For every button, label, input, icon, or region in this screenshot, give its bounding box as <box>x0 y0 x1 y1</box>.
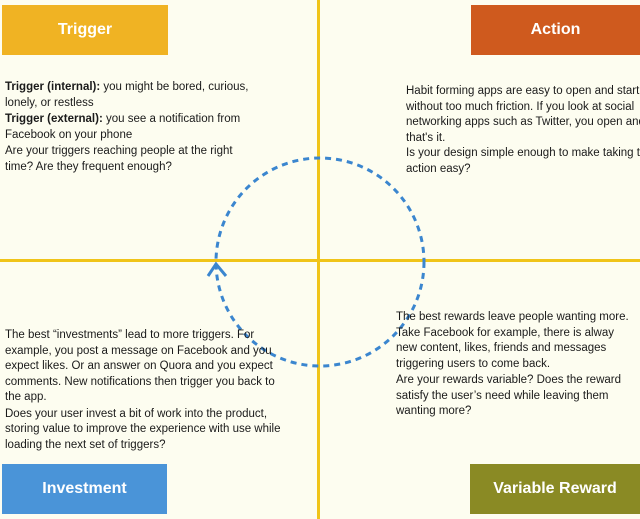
reward-question: Are your rewards variable? Does the rewa… <box>396 374 621 417</box>
action-label: Action <box>530 21 581 38</box>
trigger-label: Trigger <box>57 21 113 38</box>
action-question-1: Is your design simple enough to make tak… <box>406 147 640 159</box>
trigger-external-text: you see a notification from Facebook on … <box>5 113 241 141</box>
trigger-internal: Trigger (internal): you might be bored, … <box>5 80 255 111</box>
cycle-dashed-circle <box>214 156 426 368</box>
trigger-internal-label: Trigger (internal): <box>5 81 101 93</box>
investment-label: Investment <box>42 480 127 497</box>
investment-label-box: Investment <box>2 464 167 514</box>
investment-question: Does your user invest a bit of work into… <box>5 407 281 451</box>
trigger-description: Trigger (internal): you might be bored, … <box>5 80 255 176</box>
action-line-2: without too much friction. If you look a… <box>406 100 635 113</box>
trigger-external-label: Trigger (external): <box>5 113 103 125</box>
action-line-4: that's it. <box>406 131 446 144</box>
horizontal-axis <box>0 259 640 262</box>
action-label-box: Action <box>471 5 640 55</box>
investment-description: The best “investments” lead to more trig… <box>5 328 290 454</box>
action-line-1: Habit forming apps are easy to open and … <box>406 85 640 97</box>
trigger-question: Are your triggers reaching people at the… <box>5 145 233 173</box>
reward-label-box: Variable Reward <box>470 464 640 514</box>
action-line-3: networking apps such as Twitter, you ope… <box>406 116 640 128</box>
investment-body: The best “investments” lead to more trig… <box>5 329 275 403</box>
action-description: Habit forming apps are easy to open and … <box>406 84 640 177</box>
reward-body: The best rewards leave people wanting mo… <box>396 311 629 370</box>
trigger-external: Trigger (external): you see a notificati… <box>5 112 255 143</box>
action-question-2: action easy? <box>406 162 471 175</box>
trigger-internal-text: you might be bored, curious, lonely, or … <box>5 81 249 109</box>
reward-description: The best rewards leave people wanting mo… <box>396 310 636 421</box>
reward-label: Variable Reward <box>493 480 617 497</box>
trigger-label-box: Trigger <box>2 5 168 55</box>
cycle-arrowhead <box>206 261 228 277</box>
